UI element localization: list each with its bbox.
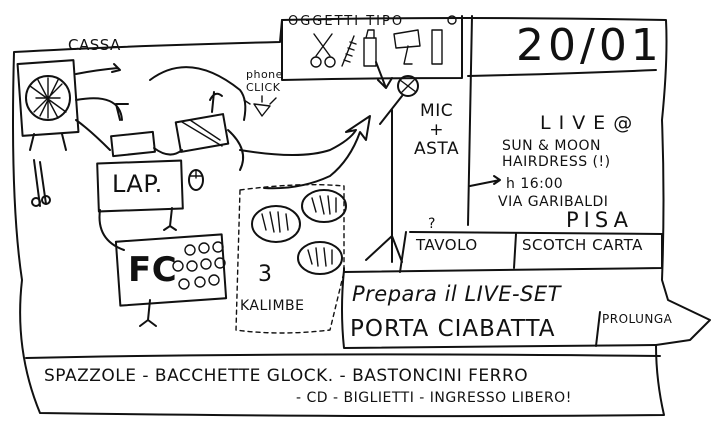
todo-prepara: Prepara il LIVE-SET	[352, 282, 561, 306]
fc-knobs	[172, 241, 226, 290]
event-time: h 16:00	[506, 176, 564, 192]
event-venue: SUN & MOON HAIRDRESS (!)	[502, 138, 611, 170]
todo-box	[341, 269, 657, 349]
scissors-icon	[310, 33, 336, 68]
mixer-box	[174, 113, 230, 153]
cassa-label: CASSA	[68, 36, 121, 54]
todo-prolunga: PROLUNGA	[602, 312, 673, 326]
todo-porta: PORTA CIABATTA	[350, 316, 556, 342]
signal-arrow	[239, 115, 371, 190]
drumsticks-icon	[31, 159, 51, 207]
laptop-box	[96, 159, 184, 213]
mic-stand-icon	[365, 109, 403, 263]
phone-click-label: phone CLICK	[246, 68, 283, 94]
kalimbe-box	[235, 183, 345, 334]
outer-frame	[12, 17, 711, 418]
speaker-icon	[16, 59, 80, 151]
fc-label: FC	[128, 250, 178, 290]
mic-asta-label: MIC + ASTA	[414, 101, 460, 159]
kalimba-icon	[251, 189, 347, 275]
oggetti-tipo-label: OGGETTI TIPO	[288, 14, 405, 29]
bring-line-1: SPAZZOLE - BACCHETTE GLOCK. - BASTONCINI…	[44, 366, 529, 386]
event-divider	[467, 15, 473, 226]
comb-icon	[341, 35, 357, 67]
laptop-label: LAP.	[112, 170, 163, 198]
scotch-label: SCOTCH CARTA	[522, 236, 643, 254]
oggetti-box	[281, 15, 463, 81]
kalimbe-label: KALIMBE	[240, 298, 305, 314]
hairdryer-icon	[393, 29, 421, 65]
event-date: 20/01	[516, 20, 663, 71]
kalimbe-count: 3	[258, 262, 273, 287]
event-city: PISA	[566, 208, 633, 232]
event-street: VIA GARIBALDI	[498, 194, 609, 210]
phone-icon	[243, 95, 277, 117]
arrow-icon	[375, 61, 393, 89]
razor-icon	[431, 15, 457, 65]
event-live: LIVE@	[540, 112, 641, 134]
bring-line-2: - CD - BIGLIETTI - INGRESSO LIBERO!	[296, 390, 572, 406]
tavolo-label: TAVOLO	[416, 236, 478, 254]
bring-box	[25, 353, 661, 359]
tavolo-question: ?	[428, 216, 436, 232]
microphone-icon	[379, 75, 419, 125]
spray-icon	[363, 29, 377, 67]
interface-box	[110, 130, 156, 158]
